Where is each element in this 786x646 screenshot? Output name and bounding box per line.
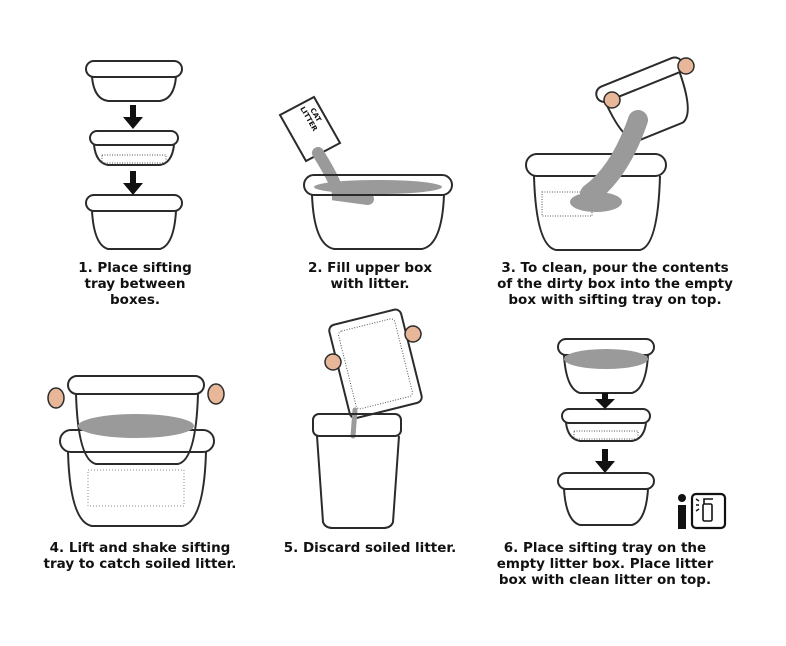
step-2-caption: 2. Fill upper box with litter. — [307, 260, 433, 292]
step-3-caption: 3. To clean, pour the contents of the di… — [497, 260, 733, 308]
step-2-illustration: CAT LITTER — [278, 95, 458, 255]
step-4-illustration — [47, 370, 228, 530]
arrow-down-icon — [595, 393, 615, 409]
step-5-caption: 5. Discard soiled litter. — [283, 540, 457, 556]
arrow-down-icon — [123, 171, 143, 195]
step-3-illustration — [520, 52, 710, 252]
arrow-down-icon — [123, 105, 143, 129]
arrow-down-icon — [595, 449, 615, 473]
step-6-illustration — [552, 335, 662, 535]
info-cleaning-icon — [677, 492, 727, 530]
step-1-illustration — [80, 55, 190, 255]
step-6-caption: 6. Place sifting tray on the empty litte… — [496, 540, 714, 588]
step-4-caption: 4. Lift and shake sifting tray to catch … — [43, 540, 237, 572]
step-1-caption: 1. Place sifting tray between boxes. — [78, 260, 192, 308]
step-5-illustration — [305, 306, 425, 531]
